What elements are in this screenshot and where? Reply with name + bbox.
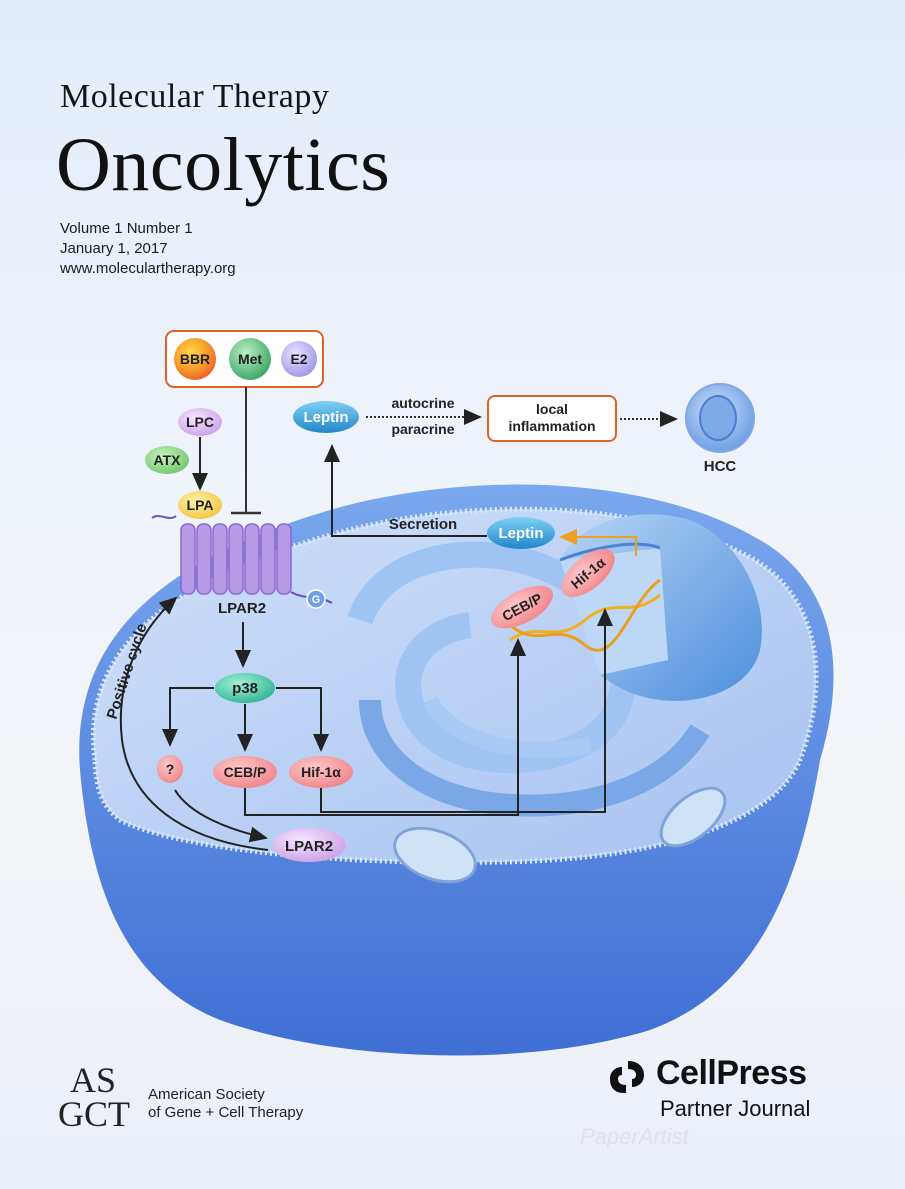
lpc-node [178, 408, 222, 436]
svg-text:GCT: GCT [58, 1094, 130, 1134]
bbr-drug [174, 338, 216, 380]
svg-text:AS: AS [70, 1060, 116, 1100]
met-drug [229, 338, 271, 380]
local-inflammation-line2: inflammation [508, 418, 595, 434]
g-label: G [312, 594, 321, 606]
cellpress-logo-icon [610, 1061, 644, 1093]
lpa-label: LPA [187, 497, 214, 513]
bbr-label: BBR [180, 351, 210, 367]
society-line1: American Society [148, 1086, 265, 1103]
nucleus-ceb-node [491, 585, 553, 629]
met-label: Met [238, 351, 262, 367]
atx-label: ATX [154, 452, 182, 468]
ceb-node [213, 756, 277, 788]
endoplasmic-reticulum [347, 541, 710, 817]
unknown-node [157, 755, 183, 783]
lpar2-lower-node [272, 828, 346, 862]
hif-node [289, 756, 353, 788]
journal-title-line1: Molecular Therapy [60, 78, 330, 115]
cellpress-brand: CellPress [656, 1054, 807, 1092]
volume-info: Volume 1 Number 1 [60, 220, 193, 237]
leptin-external-label: Leptin [304, 409, 349, 426]
lpa-node [178, 491, 222, 519]
autocrine-label: autocrine [391, 395, 454, 411]
local-inflammation-line1: local [536, 401, 568, 417]
leptin-internal-label: Leptin [499, 525, 544, 542]
secretion-label: Secretion [389, 516, 457, 533]
hcc-label: HCC [704, 458, 737, 475]
society-line2: of Gene + Cell Therapy [148, 1104, 304, 1121]
lpar2-receptor-label: LPAR2 [218, 600, 266, 617]
dna-helix [509, 578, 661, 652]
asgct-logo: AS GCT [58, 1060, 130, 1134]
journal-url: www.moleculartherapy.org [60, 260, 236, 277]
p38-label: p38 [232, 680, 258, 697]
journal-title-line2: Oncolytics [56, 123, 391, 207]
ceb-label: CEB/P [224, 764, 267, 780]
e2-drug [281, 341, 317, 377]
e2-label: E2 [290, 351, 307, 367]
watermark-text: PaperArtist [580, 1124, 689, 1149]
partner-journal: Partner Journal [660, 1096, 811, 1121]
local-inflammation-box [487, 395, 617, 442]
mitochondrion [393, 786, 727, 884]
leptin-external [293, 401, 359, 433]
paracrine-label: paracrine [391, 421, 454, 437]
lpar2-receptor [180, 523, 292, 595]
unknown-label: ? [166, 761, 175, 777]
p38-node [215, 673, 275, 703]
atx-node [145, 446, 189, 474]
hif-label: Hif-1α [301, 764, 341, 780]
lpc-label: LPC [186, 414, 214, 430]
lpar2-lower-label: LPAR2 [285, 838, 333, 855]
issue-date: January 1, 2017 [60, 240, 168, 257]
g-protein [306, 589, 326, 609]
nucleus-hif-node [561, 549, 615, 597]
leptin-internal [487, 517, 555, 549]
